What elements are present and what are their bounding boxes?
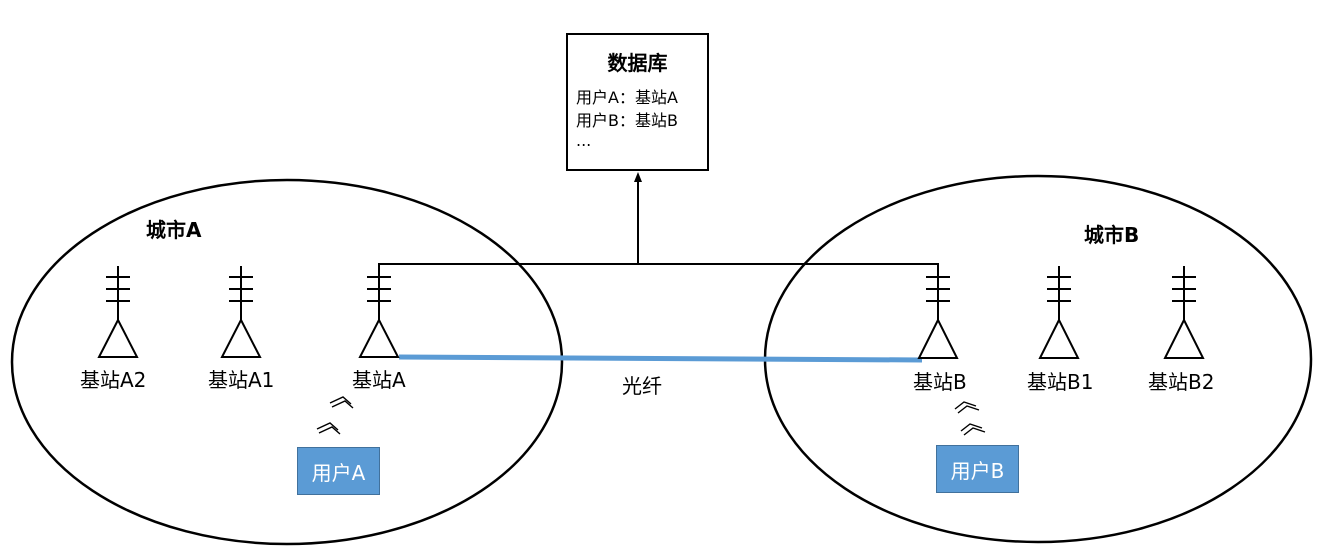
user-b-box: 用户B — [936, 445, 1019, 493]
station-b-label: 基站B — [913, 370, 967, 394]
station-b1-label: 基站B1 — [1027, 370, 1094, 394]
tower-b-icon — [917, 266, 959, 359]
database-connector — [378, 172, 939, 268]
database-box: 数据库 用户A：基站A 用户B：基站B ... — [566, 33, 709, 171]
city-a-boundary — [10, 178, 564, 546]
fiber-link — [398, 354, 923, 363]
tower-b1-icon — [1038, 266, 1080, 359]
station-b2-label: 基站B2 — [1148, 370, 1215, 394]
database-entry-user-b: 用户B：基站B — [576, 111, 678, 130]
database-entry-user-a: 用户A：基站A — [576, 88, 678, 107]
signal-b-icon — [954, 401, 986, 436]
tower-a-icon — [358, 266, 400, 358]
user-b-label: 用户B — [950, 458, 1005, 483]
tower-b2-icon — [1163, 266, 1205, 359]
user-a-label: 用户A — [311, 460, 366, 485]
station-a2-label: 基站A2 — [80, 368, 147, 392]
database-title: 数据库 — [607, 51, 668, 75]
fiber-label: 光纤 — [622, 374, 662, 398]
city-b-label: 城市B — [1084, 223, 1140, 247]
station-a-label: 基站A — [352, 368, 406, 392]
database-entry-ellipsis: ... — [576, 131, 592, 150]
signal-a-icon — [316, 396, 354, 435]
tower-a1-icon — [220, 266, 262, 358]
city-a-label: 城市A — [146, 218, 202, 242]
user-a-box: 用户A — [297, 447, 380, 495]
station-a1-label: 基站A1 — [208, 368, 275, 392]
tower-a2-icon — [97, 266, 139, 358]
